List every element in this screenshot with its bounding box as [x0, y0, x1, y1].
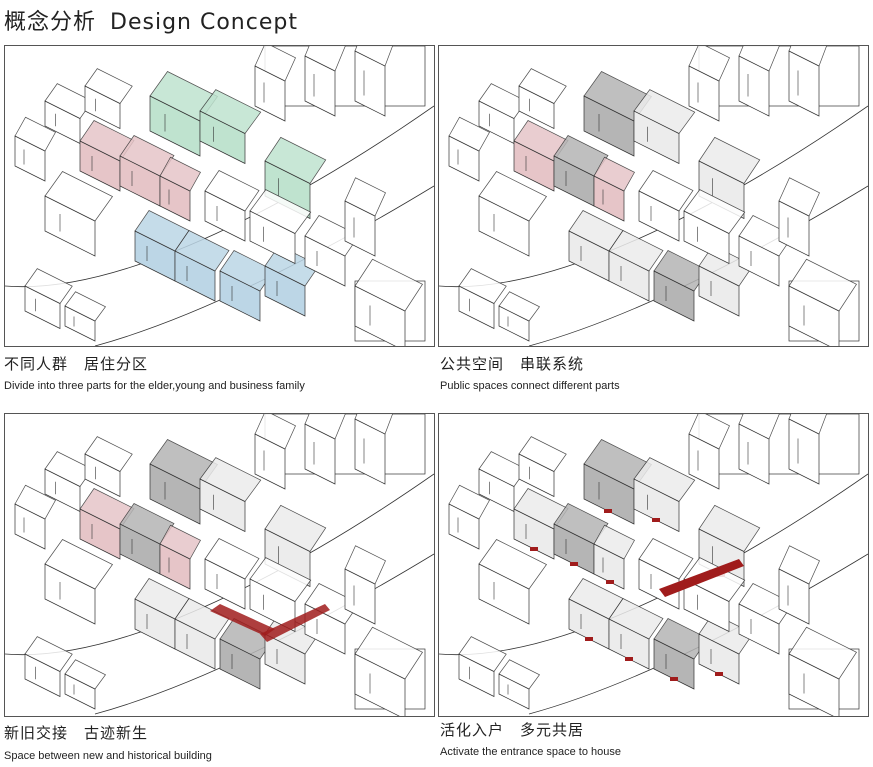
building-roof — [518, 68, 567, 104]
building-roof — [788, 258, 858, 312]
building-roof — [44, 171, 114, 222]
building-roof — [64, 291, 107, 322]
building-roof — [778, 177, 820, 217]
building-roof — [638, 538, 694, 580]
building-roof — [683, 557, 746, 602]
building-roof — [44, 539, 114, 590]
building-roof — [264, 504, 327, 552]
caption-zh: 公共空间 串联系统 — [440, 355, 585, 373]
building-roof — [593, 524, 635, 560]
entrance-space — [530, 547, 538, 551]
building-roof — [638, 170, 694, 212]
building-roof — [159, 524, 201, 560]
building-roof — [354, 46, 393, 67]
building-roof — [498, 291, 541, 322]
building-roof — [199, 457, 262, 502]
entrance-space — [606, 580, 614, 584]
building-roof — [199, 89, 262, 134]
connection-space — [210, 604, 275, 636]
building-roof — [788, 46, 827, 67]
entrance-space — [585, 637, 593, 641]
building-roof — [738, 46, 780, 72]
building-roof — [249, 557, 312, 602]
building-roof — [633, 457, 696, 502]
building-roof — [119, 503, 175, 545]
building-roof — [24, 636, 73, 672]
building-roof — [593, 156, 635, 192]
page-title: 概念分析 Design Concept — [4, 4, 298, 36]
building-roof — [64, 659, 107, 690]
building-roof — [354, 414, 393, 435]
entrance-space — [604, 509, 612, 513]
building-roof — [633, 89, 696, 134]
building-roof — [738, 414, 780, 440]
entrance-space — [652, 518, 660, 522]
building-roof — [174, 230, 230, 272]
building-roof — [254, 414, 296, 450]
building-roof — [84, 68, 133, 104]
entrance-space — [625, 657, 633, 661]
caption-zh: 新旧交接 古迹新生 — [4, 724, 149, 742]
building-roof — [448, 116, 490, 152]
building-roof — [553, 135, 609, 177]
title-en: Design Concept — [110, 10, 298, 35]
building-roof — [204, 538, 260, 580]
building-roof — [498, 659, 541, 690]
diagram-panel-entrance — [438, 413, 869, 717]
building-roof — [688, 46, 730, 82]
building-roof — [264, 136, 327, 184]
axonometric-drawing — [439, 414, 868, 716]
building-roof — [698, 136, 761, 184]
building-roof — [608, 230, 664, 272]
building-roof — [249, 189, 312, 234]
building-roof — [344, 177, 386, 217]
building-roof — [354, 258, 424, 312]
entrance-space — [670, 677, 678, 681]
building-roof — [14, 116, 56, 152]
building-roof — [204, 170, 260, 212]
building-roof — [354, 626, 424, 680]
building-roof — [84, 436, 133, 472]
building-roof — [518, 436, 567, 472]
building-roof — [304, 414, 346, 440]
diagram-panel-zones — [4, 45, 435, 347]
building-roof — [304, 46, 346, 72]
caption-en: Activate the entrance space to house — [440, 746, 622, 758]
building-roof — [553, 503, 609, 545]
entrance-space — [659, 559, 744, 597]
building-roof — [254, 46, 296, 82]
building-roof — [24, 268, 73, 304]
building-roof — [788, 626, 858, 680]
connection-space — [260, 604, 330, 642]
building-roof — [478, 171, 548, 222]
caption-zh: 不同人群 居住分区 — [4, 355, 149, 373]
building-roof — [608, 598, 664, 640]
building-roof — [478, 539, 548, 590]
building-roof — [688, 414, 730, 450]
axonometric-drawing — [439, 46, 868, 346]
building-roof — [458, 268, 507, 304]
entrance-space — [570, 562, 578, 566]
building-roof — [458, 636, 507, 672]
diagram-panel-newold — [4, 413, 435, 717]
building-roof — [159, 156, 201, 192]
building-roof — [14, 484, 56, 520]
building-roof — [119, 135, 175, 177]
building-roof — [778, 545, 820, 585]
building-roof — [683, 189, 746, 234]
caption-en: Divide into three parts for the elder,yo… — [4, 380, 305, 392]
building-roof — [698, 504, 761, 552]
building-roof — [344, 545, 386, 585]
caption-en: Public spaces connect different parts — [440, 380, 620, 392]
axonometric-drawing — [5, 46, 434, 346]
title-zh: 概念分析 — [4, 10, 97, 35]
caption-zh: 活化入户 多元共居 — [440, 721, 585, 739]
diagram-panel-public — [438, 45, 869, 347]
entrance-space — [715, 672, 723, 676]
building-roof — [448, 484, 490, 520]
building-roof — [788, 414, 827, 435]
axonometric-drawing — [5, 414, 434, 716]
caption-en: Space between new and historical buildin… — [4, 750, 212, 762]
